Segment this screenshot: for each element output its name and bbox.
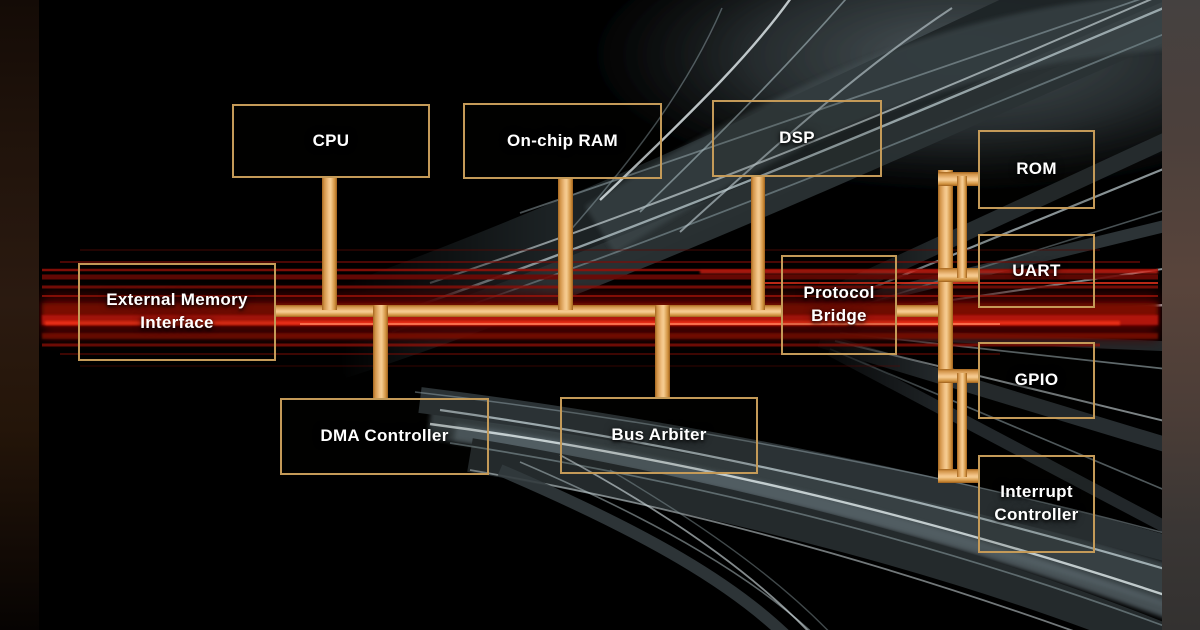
- peripheral-bus-bracket-lower: [957, 373, 967, 477]
- block-interrupt-controller-label: Interrupt Controller: [994, 482, 1079, 524]
- block-protocol-bridge-label: Protocol Bridge: [803, 283, 875, 325]
- block-dsp-label: DSP: [779, 128, 815, 148]
- block-dma-controller-label: DMA Controller: [320, 426, 449, 446]
- light-trails-bottom: [414, 387, 1194, 630]
- block-gpio-label: GPIO: [1014, 370, 1059, 390]
- block-on-chip-ram-label: On-chip RAM: [507, 130, 618, 150]
- block-on-chip-ram: On-chip RAM: [463, 103, 662, 179]
- block-interrupt-controller: Interrupt Controller: [978, 455, 1095, 553]
- block-gpio: GPIO: [978, 342, 1095, 419]
- block-rom: ROM: [978, 130, 1095, 209]
- block-cpu-label: CPU: [312, 130, 350, 150]
- block-dma-controller: DMA Controller: [280, 398, 489, 475]
- block-external-memory-interface: External Memory Interface: [78, 263, 276, 361]
- block-external-memory-interface-label: External Memory Interface: [106, 290, 248, 332]
- block-bus-arbiter-label: Bus Arbiter: [611, 425, 707, 445]
- right-edge-bar: [1162, 0, 1200, 630]
- block-cpu: CPU: [232, 104, 430, 178]
- block-bus-arbiter: Bus Arbiter: [560, 397, 758, 474]
- arbiter-bus-connector: [655, 305, 670, 397]
- left-edge-bar: [0, 0, 39, 630]
- ram-bus-connector: [558, 179, 573, 310]
- block-protocol-bridge: Protocol Bridge: [781, 255, 897, 355]
- bridge-to-peripheral-bus: [897, 305, 938, 317]
- block-uart: UART: [978, 234, 1095, 308]
- block-dsp: DSP: [712, 100, 882, 177]
- system-bus: [276, 305, 781, 317]
- cpu-bus-connector: [322, 178, 337, 310]
- block-rom-label: ROM: [1016, 159, 1057, 179]
- dsp-bus-connector: [751, 177, 765, 310]
- peripheral-bus-trunk: [938, 170, 953, 483]
- block-uart-label: UART: [1012, 260, 1061, 280]
- dma-bus-connector: [373, 305, 388, 398]
- peripheral-bus-bracket-upper: [957, 176, 967, 278]
